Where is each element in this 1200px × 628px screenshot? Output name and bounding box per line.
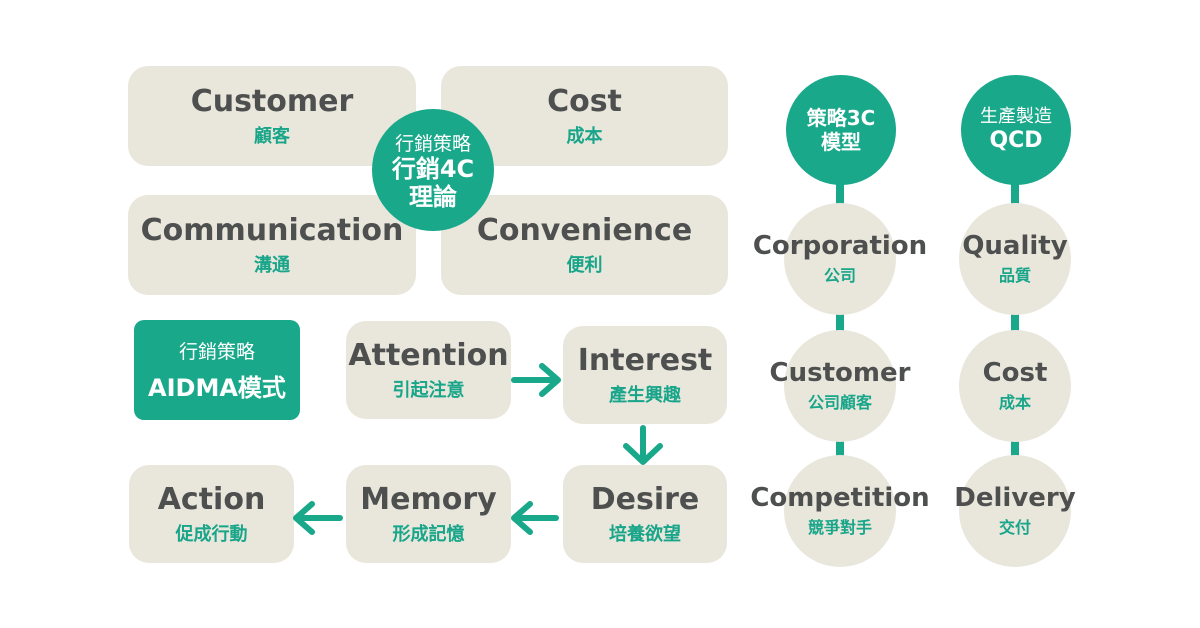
four-c-center-line2: 行銷4C — [391, 154, 475, 183]
corporation-label: Corporation — [752, 230, 928, 261]
memory-label: Memory — [360, 481, 497, 517]
action-zh-label: 促成行動 — [175, 523, 248, 545]
desire-box: Desire 培養欲望 — [563, 465, 727, 563]
qcd-header-badge: 生產製造 QCD — [961, 75, 1071, 185]
communication-zh-label: 溝通 — [254, 254, 290, 276]
customer-zh-label: 顧客 — [254, 125, 290, 147]
communication-box: Communication 溝通 — [128, 195, 416, 295]
desire-label: Desire — [590, 481, 700, 517]
qcd-cost-circle: Cost 成本 — [959, 330, 1071, 442]
arrow-attention-to-interest — [511, 363, 561, 397]
corporation-zh-label: 公司 — [823, 266, 856, 286]
action-box: Action 促成行動 — [129, 465, 294, 563]
communication-label: Communication — [140, 212, 404, 248]
convenience-label: Convenience — [476, 212, 693, 248]
attention-box: Attention 引起注意 — [346, 321, 511, 419]
attention-label: Attention — [348, 337, 509, 373]
qcd-header-line1: 生產製造 — [980, 106, 1052, 127]
delivery-label: Delivery — [954, 482, 1076, 513]
corporation-circle: Corporation 公司 — [753, 203, 927, 315]
competition-zh-label: 競爭對手 — [807, 518, 872, 538]
competition-label: Competition — [750, 482, 930, 513]
three-c-header-line2: 模型 — [821, 130, 861, 154]
cost-label: Cost — [547, 83, 622, 119]
convenience-box: Convenience 便利 — [441, 195, 728, 295]
four-c-center-line3: 理論 — [409, 182, 457, 211]
aidma-label-line2: AIDMA模式 — [148, 374, 286, 402]
four-c-center-badge: 行銷策略 行銷4C 理論 — [372, 109, 494, 231]
aidma-label-line1: 行銷策略 — [178, 341, 255, 363]
arrow-interest-to-desire — [623, 425, 663, 465]
four-c-center-line1: 行銷策略 — [394, 132, 471, 155]
delivery-circle: Delivery 交付 — [954, 455, 1076, 567]
three-c-header-line1: 策略3C — [806, 106, 876, 130]
quality-label: Quality — [962, 230, 1068, 261]
desire-zh-label: 培養欲望 — [609, 523, 681, 545]
qcd-cost-label: Cost — [982, 357, 1048, 388]
attention-zh-label: 引起注意 — [392, 379, 465, 401]
convenience-zh-label: 便利 — [566, 254, 603, 276]
quality-circle: Quality 品質 — [959, 203, 1071, 315]
qcd-header-line2: QCD — [989, 127, 1043, 153]
aidma-label-box: 行銷策略 AIDMA模式 — [134, 320, 300, 420]
interest-zh-label: 產生興趣 — [609, 384, 681, 406]
cost-zh-label: 成本 — [566, 125, 603, 147]
three-c-customer-circle: Customer 公司顧客 — [770, 330, 910, 442]
competition-circle: Competition 競爭對手 — [750, 455, 930, 567]
interest-box: Interest 產生興趣 — [563, 326, 727, 424]
customer-label: Customer — [190, 83, 354, 119]
quality-zh-label: 品質 — [998, 266, 1031, 286]
memory-zh-label: 形成記憶 — [392, 523, 465, 545]
arrow-desire-to-memory — [511, 501, 559, 535]
qcd-cost-zh-label: 成本 — [998, 393, 1031, 413]
interest-label: Interest — [577, 342, 713, 378]
memory-box: Memory 形成記憶 — [346, 465, 511, 563]
three-c-header-badge: 策略3C 模型 — [786, 75, 896, 185]
arrow-memory-to-action — [293, 501, 343, 535]
delivery-zh-label: 交付 — [998, 518, 1031, 538]
action-label: Action — [157, 481, 266, 517]
customer-box: Customer 顧客 — [128, 66, 416, 166]
three-c-customer-zh-label: 公司顧客 — [807, 393, 872, 413]
three-c-customer-label: Customer — [769, 357, 911, 388]
